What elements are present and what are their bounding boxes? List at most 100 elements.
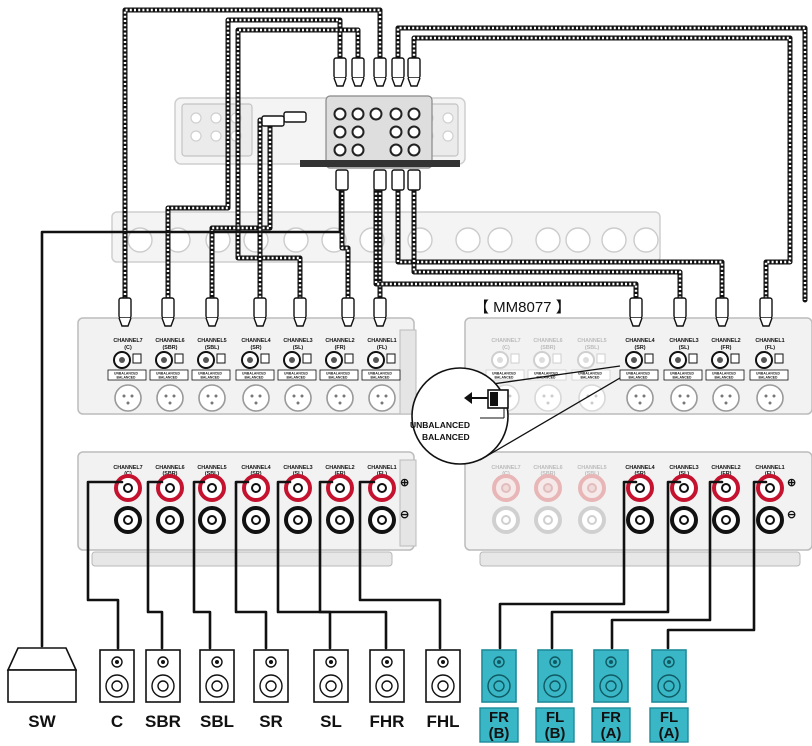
left-xlr-jack[interactable] — [326, 384, 354, 412]
right-red-terminal-center — [635, 483, 645, 493]
left-input-switch[interactable] — [174, 353, 184, 364]
amp-plug-9-tip — [715, 317, 729, 327]
faint-channel-strip-2: CHANNEL5(SBL)CHANNEL5(SBL)UNBALANCEDBALA… — [571, 338, 611, 534]
left-red-terminal-center — [377, 483, 387, 493]
left-xlr-pin — [172, 394, 176, 398]
speaker-woofer — [375, 674, 399, 698]
left-channel-sub: (SL) — [293, 345, 304, 351]
faint-xlr-jack[interactable] — [534, 384, 562, 412]
speaker-cabinet — [145, 649, 181, 703]
right-switch-label-b: BALANCED — [672, 376, 692, 380]
right-xlr-pin — [728, 394, 732, 398]
left-input-switch[interactable] — [344, 353, 354, 364]
right-input-switch[interactable] — [774, 353, 784, 364]
left-channel-name: CHANNEL7 — [113, 338, 142, 344]
faint-sp-channel-sub: (C) — [502, 471, 510, 477]
faint-xlr-jack[interactable] — [578, 384, 606, 412]
left-rca-jack-center — [203, 357, 209, 363]
left-xlr-jack[interactable] — [368, 384, 396, 412]
left-sp-channel-name: CHANNEL6 — [155, 465, 184, 471]
left-input-switch[interactable] — [216, 353, 226, 364]
top-plug-0-body — [333, 57, 347, 79]
right-xlr-jack[interactable] — [756, 384, 784, 412]
top-plug-1 — [351, 57, 365, 87]
right-xlr-pin — [686, 394, 690, 398]
right-xlr-pin — [720, 394, 724, 398]
left-channel-sub: (SR) — [250, 345, 261, 351]
top-plug-3-body — [391, 57, 405, 79]
left-xlr-jack[interactable] — [198, 384, 226, 412]
right-xlr-pin — [682, 401, 686, 405]
left-switch-label-a: UNBALANCED — [242, 372, 266, 376]
left-sp-channel-sub: (FR) — [335, 471, 346, 477]
speaker-tweeter — [157, 656, 169, 668]
left-switch-label-b: BALANCED — [370, 376, 390, 380]
right-xlr-jack[interactable] — [670, 384, 698, 412]
speaker-tweeter-center — [667, 660, 671, 664]
left-sp-channel-name: CHANNEL5 — [197, 465, 226, 471]
right-xlr-jack[interactable] — [712, 384, 740, 412]
left-xlr-pin — [338, 401, 342, 405]
speaker-label-badge-2: FR(A) — [591, 707, 631, 743]
amp-plug-6 — [373, 297, 387, 327]
speaker-woofer — [259, 674, 283, 698]
right-input-switch[interactable] — [688, 353, 698, 364]
faint-input-switch[interactable] — [552, 353, 562, 364]
left-sp-channel-sub: (SBR) — [163, 471, 178, 477]
left-xlr-jack[interactable] — [284, 384, 312, 412]
left-sp-channel-sub: (C) — [124, 471, 132, 477]
speaker-cabinet — [253, 649, 289, 703]
speaker-tweeter-center — [329, 660, 333, 664]
amp-plug-9 — [715, 297, 729, 327]
left-xlr-jack[interactable] — [156, 384, 184, 412]
right-red-terminal-center — [679, 483, 689, 493]
faint-black-terminal-center — [587, 515, 597, 525]
left-input-switch[interactable] — [302, 353, 312, 364]
side-plug-b — [261, 115, 285, 127]
right-input-switch[interactable] — [644, 353, 654, 364]
left-black-terminal-center — [123, 515, 133, 525]
right-input-switch[interactable] — [730, 353, 740, 364]
faint-input-switch[interactable] — [596, 353, 606, 364]
left-xlr-jack[interactable] — [114, 384, 142, 412]
left-input-switch[interactable] — [132, 353, 142, 364]
left-xlr-pin — [122, 394, 126, 398]
amp-plug-4-tip — [293, 317, 307, 327]
right-sp-channel-sub: (SR) — [634, 471, 645, 477]
right-xlr-pin — [764, 394, 768, 398]
right-channel-sub: (FR) — [721, 345, 732, 351]
left-sp-channel-name: CHANNEL4 — [241, 465, 270, 471]
right-channel-name: CHANNEL4 — [625, 338, 654, 344]
left-input-switch[interactable] — [386, 353, 396, 364]
speaker-tweeter-center — [385, 660, 389, 664]
right-xlr-jack[interactable] — [626, 384, 654, 412]
left-xlr-jack[interactable] — [242, 384, 270, 412]
left-switch-panel — [191, 369, 231, 381]
bottom-plug-3 — [407, 169, 421, 191]
amp-plug-10-body — [759, 297, 773, 319]
left-red-terminal-center — [165, 483, 175, 493]
left-xlr-pin — [258, 394, 262, 398]
right-sp-channel-sub: (SL) — [679, 471, 690, 477]
faint-input-switch[interactable] — [510, 353, 520, 364]
amp-plug-1-body — [161, 297, 175, 319]
left-channel-sub: (FL) — [377, 345, 387, 351]
bottom-plug-body — [373, 169, 387, 191]
faint-channel-sub: (SBL) — [585, 345, 600, 351]
left-input-switch[interactable] — [260, 353, 270, 364]
faint-sp-channel-name: CHANNEL6 — [533, 465, 562, 471]
faint-switch-label-b: BALANCED — [580, 376, 600, 380]
faint-black-terminal-center — [501, 515, 511, 525]
right-channel-strips: CHANNEL4(SR)CHANNEL4(SR)UNBALANCEDBALANC… — [619, 338, 789, 534]
amp-plug-5-body — [341, 297, 355, 319]
left-black-terminal-center — [207, 515, 217, 525]
amp-plug-0-tip — [118, 317, 132, 327]
top-plug-0-tip — [333, 77, 347, 87]
left-xlr-pin — [214, 394, 218, 398]
left-switch-panel — [149, 369, 189, 381]
right-sp-channel-name: CHANNEL1 — [755, 465, 784, 471]
speaker-woofer-center — [549, 680, 561, 692]
left-channel-sub: (FR) — [335, 345, 346, 351]
left-channel-sub: (SBL) — [205, 345, 220, 351]
left-red-terminal-center — [251, 483, 261, 493]
